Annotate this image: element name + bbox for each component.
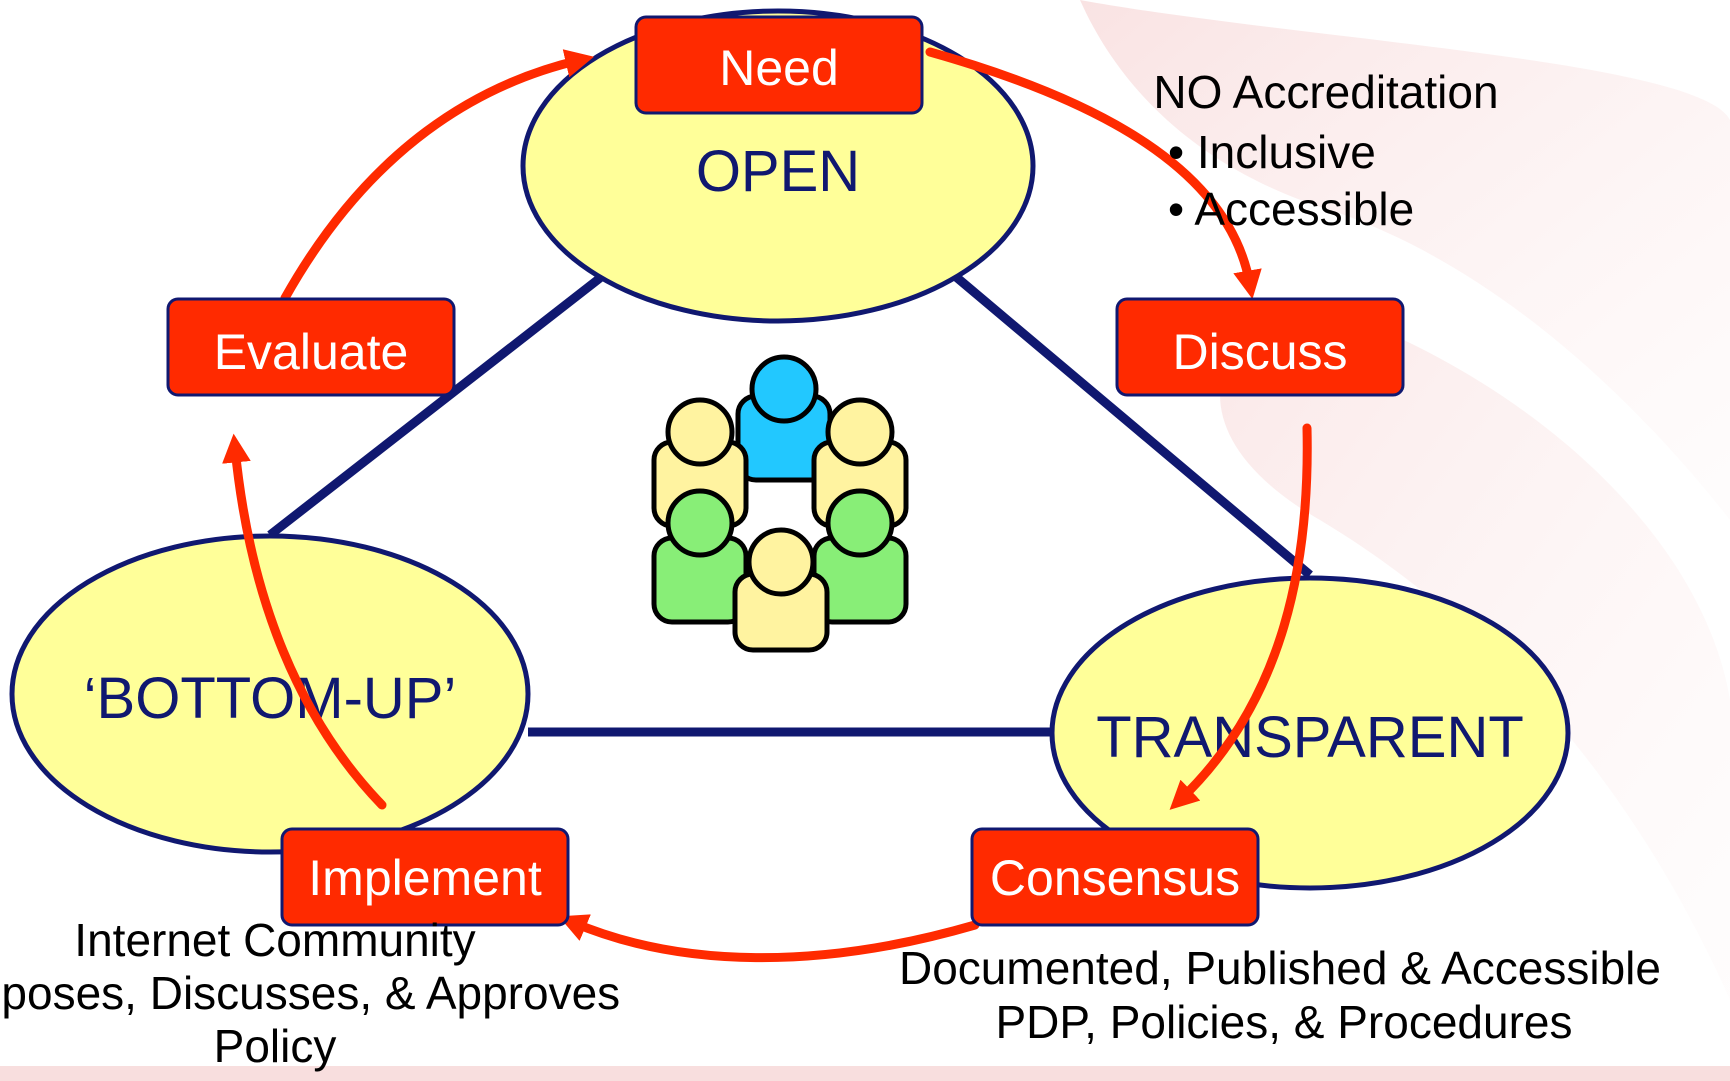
step-evaluate-label: Evaluate	[214, 324, 409, 380]
note-accreditation-title: NO Accreditation	[1153, 66, 1498, 118]
principle-bottom-up-label: ‘BOTTOM-UP’	[84, 666, 457, 731]
note-community: Internet Community Proposes, Discusses, …	[0, 914, 620, 1072]
note-accreditation: NO Accreditation • Inclusive • Accessibl…	[1153, 66, 1498, 235]
note-documented-line2: PDP, Policies, & Procedures	[996, 996, 1573, 1048]
step-discuss: Discuss	[1115, 297, 1405, 397]
edge-open-bottomup	[267, 274, 603, 539]
cycle-arrows	[222, 47, 1312, 963]
person-green-left-icon	[651, 488, 749, 625]
arrow-implement-to-evaluate	[222, 433, 387, 810]
principle-bottom-up: ‘BOTTOM-UP’	[9, 533, 531, 855]
arrow-consensus-to-implement	[558, 914, 980, 963]
step-consensus-label: Consensus	[990, 850, 1240, 906]
person-blue-icon	[735, 354, 833, 483]
principle-transparent: TRANSPARENT	[1049, 575, 1571, 891]
note-community-line2: Proposes, Discusses, & Approves	[0, 967, 620, 1019]
note-accreditation-item: • Inclusive	[1168, 126, 1376, 178]
edge-open-transparent	[952, 272, 1313, 579]
person-green-right-icon	[811, 488, 909, 625]
arrow-evaluate-to-need	[280, 49, 595, 303]
triangle-connectors	[267, 272, 1313, 737]
step-evaluate: Evaluate	[166, 297, 456, 397]
step-implement: Implement	[280, 827, 570, 927]
note-documented: Documented, Published & Accessible PDP, …	[899, 942, 1661, 1048]
arrow-need-to-discuss	[925, 47, 1262, 300]
note-community-line3: Policy	[214, 1020, 337, 1072]
note-community-line1: Internet Community	[74, 914, 475, 966]
note-documented-line1: Documented, Published & Accessible	[899, 942, 1661, 994]
note-accreditation-item: • Accessible	[1168, 183, 1414, 235]
person-yellow-bottom-icon	[732, 527, 830, 653]
step-need: Need	[634, 15, 924, 115]
principle-transparent-label: TRANSPARENT	[1096, 705, 1524, 770]
arrow-discuss-to-consensus	[1169, 423, 1312, 810]
people-group-icon	[651, 354, 909, 653]
step-discuss-label: Discuss	[1172, 324, 1347, 380]
step-consensus: Consensus	[970, 827, 1260, 927]
principle-open-label: OPEN	[696, 139, 860, 204]
step-need-label: Need	[719, 40, 839, 96]
step-implement-label: Implement	[308, 850, 542, 906]
